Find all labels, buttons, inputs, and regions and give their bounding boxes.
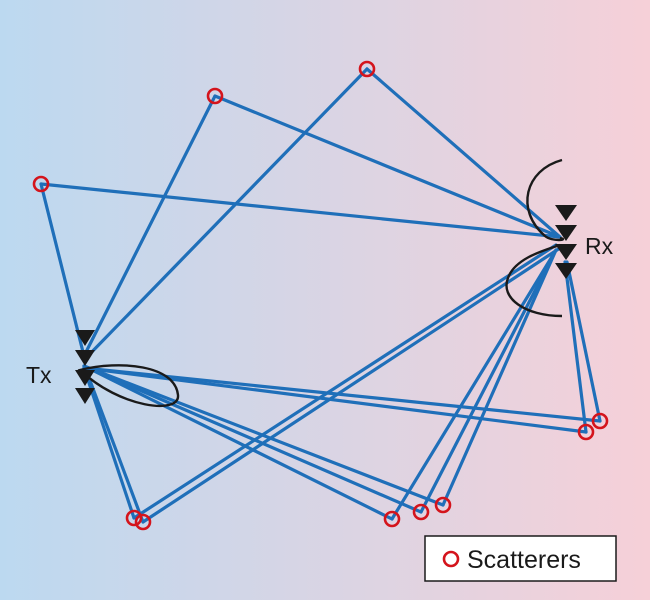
rx-beam-lobe-upper: [526, 158, 565, 242]
ray-s5-rx: [141, 246, 562, 524]
tx-array: Tx: [26, 330, 180, 408]
ray-s9-rx: [563, 260, 588, 434]
scatterer-marker: [206, 87, 224, 105]
scatterers: [32, 60, 609, 531]
ray-s1-rx: [39, 182, 562, 239]
scatterer-marker: [383, 510, 401, 528]
scatterer-marker: [358, 60, 376, 78]
tx-antenna-icon: [75, 350, 95, 366]
ray-s2-rx: [213, 94, 562, 239]
tx-beam-lobe: [77, 364, 180, 408]
ray-tx-s3: [82, 67, 369, 362]
scatterer-marker: [125, 509, 143, 527]
rx-antenna-icon: [555, 244, 577, 260]
scatterer-marker: [577, 423, 595, 441]
scatterer-marker: [32, 175, 50, 193]
ray-tx-s1: [39, 182, 86, 358]
ray-tx-s7: [82, 364, 423, 514]
rx-beam-lobe-lower: [505, 243, 563, 318]
ray-tx-s5: [84, 368, 145, 524]
scatterer-marker: [134, 513, 152, 531]
rx-antenna-icon: [555, 263, 577, 279]
ray-tx-s10: [82, 366, 602, 423]
ray-s7-rx: [419, 248, 558, 514]
ray-s8-rx: [441, 248, 558, 507]
ray-tx-s6: [82, 364, 394, 521]
scatterer-marker: [434, 496, 452, 514]
ray-tx-s8: [82, 364, 445, 507]
tx-antenna-icon: [75, 388, 95, 404]
ray-s10-rx: [565, 260, 602, 423]
rx-antenna-icon: [555, 225, 577, 241]
scatterer-marker: [591, 412, 609, 430]
rx-antenna-icon: [555, 205, 577, 221]
ray-s4-rx: [132, 243, 558, 520]
legend-scatterer-icon: [442, 550, 460, 568]
ray-s6-rx: [390, 248, 558, 521]
scatterer-marker: [412, 503, 430, 521]
ray-tx-s4: [82, 366, 136, 520]
tx-antenna-icon: [75, 330, 95, 346]
ray-tx-s2: [82, 94, 217, 358]
rays: [39, 67, 602, 524]
tx-antenna-icon: [75, 370, 95, 386]
legend: Scatterers: [424, 535, 617, 582]
rx-label: Rx: [585, 233, 614, 259]
rx-array: Rx: [505, 158, 614, 318]
tx-label: Tx: [26, 362, 52, 388]
legend-label: Scatterers: [467, 546, 581, 574]
